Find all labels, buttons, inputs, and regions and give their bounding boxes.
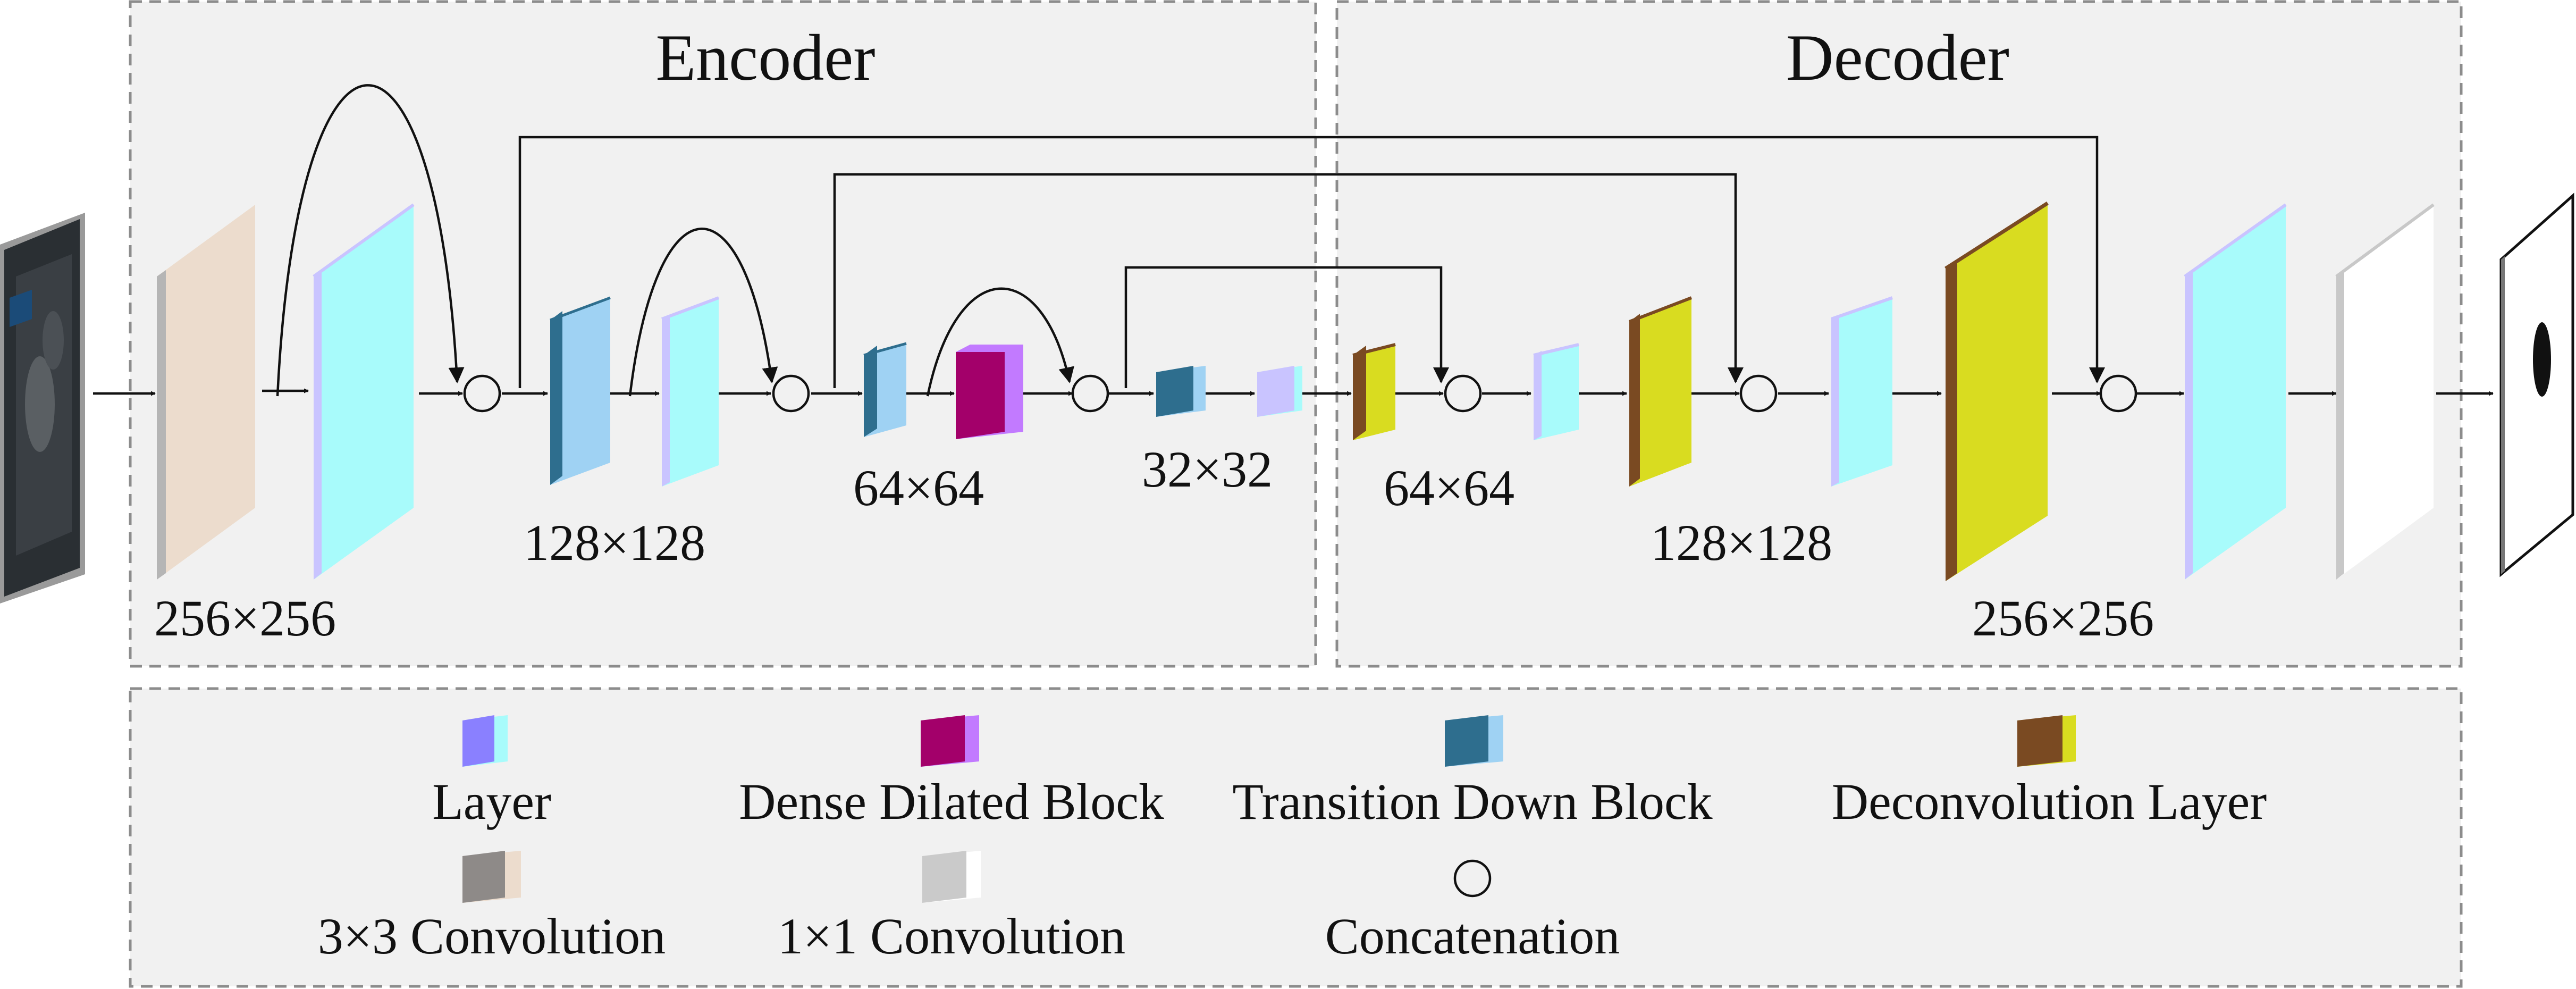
dense-connection-curve-3: [926, 287, 1074, 397]
conv1x1-block-256: [2335, 203, 2435, 580]
dense-connection-curve-1: [276, 84, 465, 397]
transition-down-block-64: [863, 342, 907, 437]
legend-deconvolution-layer-label: Deconvolution Layer: [1832, 773, 2267, 830]
output-segmentation-mask: [2499, 192, 2574, 577]
layer-block-32: [1257, 366, 1302, 417]
skip-connection-256: [518, 136, 2105, 388]
concat-node-6: [2099, 374, 2137, 413]
dense-connection-curve-2: [628, 228, 778, 397]
input-ultrasound-image: [0, 213, 85, 604]
legend-transition-down-block-label: Transition Down Block: [1232, 773, 1712, 830]
deconvolution-block-128: [1628, 296, 1693, 487]
legend-conv3x3-label: 3×3 Convolution: [318, 908, 666, 965]
layer-block-128-dec: [1831, 296, 1893, 487]
layer-block-64-dec: [1533, 343, 1579, 440]
concat-node-1: [463, 374, 501, 413]
legend-conv1x1-label: 1×1 Convolution: [778, 908, 1125, 965]
deconvolution-block-64: [1352, 343, 1396, 440]
encoder-title: Encoder: [655, 21, 875, 94]
concat-node-2: [772, 374, 810, 413]
dense-dilated-block: [956, 345, 1023, 439]
legend-conv1x1-icon: [922, 851, 981, 903]
concat-node-4: [1444, 374, 1482, 413]
legend-layer-icon: [462, 715, 508, 767]
layer-block-256-enc: [313, 203, 415, 580]
deconvolution-block-256: [1944, 202, 2049, 581]
dim-label-enc-64: 64×64: [853, 459, 984, 516]
legend-dense-dilated-block-label: Dense Dilated Block: [739, 773, 1164, 830]
skip-connection-128: [833, 173, 1744, 388]
layer-block-256-dec: [2184, 203, 2287, 580]
dim-label-enc-128: 128×128: [524, 514, 705, 571]
concat-node-5: [1739, 374, 1778, 413]
dim-label-dec-128: 128×128: [1651, 514, 1832, 571]
legend-layer-label: Layer: [432, 773, 551, 830]
concat-node-3: [1071, 374, 1109, 413]
legend-dense-dilated-block-icon: [921, 715, 979, 767]
transition-down-block-128: [550, 296, 611, 485]
legend-deconvolution-layer-icon: [2017, 715, 2076, 767]
flow-arrows: [93, 388, 2494, 396]
dim-label-mid-32: 32×32: [1142, 441, 1273, 498]
transition-down-block-32: [1156, 366, 1206, 417]
conv3x3-block-256: [157, 205, 255, 580]
dim-label-dec-256: 256×256: [1972, 590, 2154, 647]
legend-concatenation-icon: [1453, 859, 1492, 898]
encoder-panel: [129, 0, 1317, 668]
dim-label-enc-256: 256×256: [154, 590, 336, 647]
skip-connection-64: [1124, 266, 1449, 388]
legend-concatenation-label: Concatenation: [1325, 908, 1620, 965]
decoder-title: Decoder: [1786, 21, 2009, 94]
dim-label-dec-64: 64×64: [1384, 459, 1514, 516]
decoder-panel: [1335, 0, 2463, 668]
layer-block-128-enc: [661, 296, 720, 487]
legend-conv3x3-icon: [462, 851, 521, 903]
legend-transition-down-block-icon: [1445, 715, 1503, 767]
